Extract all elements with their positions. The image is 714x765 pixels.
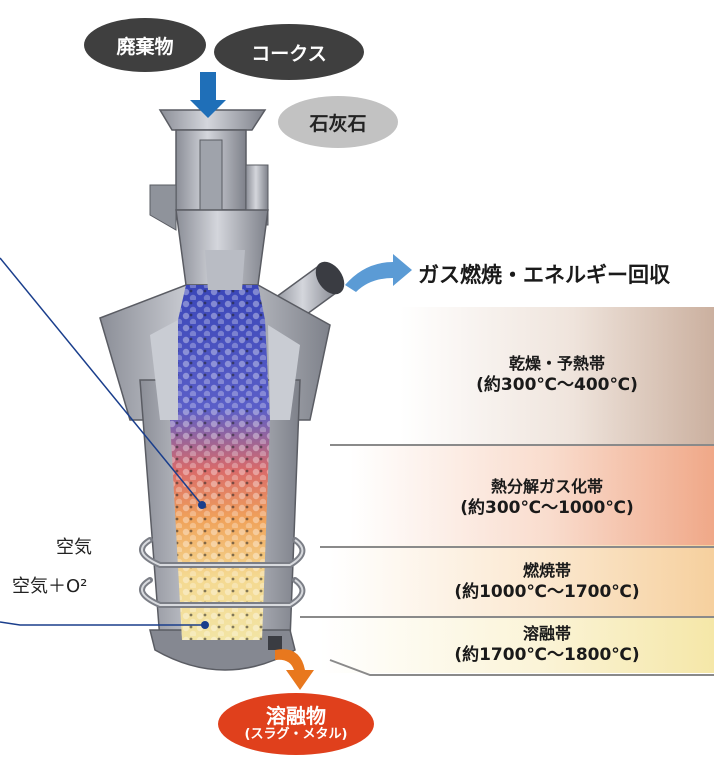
molten-output-title: 溶融物 bbox=[266, 704, 326, 729]
zone-drying-range: (約300℃～400℃) bbox=[476, 375, 638, 396]
zone-melting-name: 溶融帯 bbox=[522, 623, 571, 643]
zone-drying: 乾燥・予熱帯 (約300℃～400℃) bbox=[400, 345, 714, 405]
limestone-input-pill: 石灰石 bbox=[278, 96, 398, 148]
feed-down-arrow bbox=[190, 72, 226, 118]
coke-label: コークス bbox=[251, 42, 327, 65]
zone-drying-band bbox=[400, 307, 714, 445]
zone-pyrolysis-range: (約300℃～1000℃) bbox=[460, 498, 634, 519]
zone-drying-name: 乾燥・予熱帯 bbox=[508, 353, 605, 373]
zone-pyrolysis-band bbox=[350, 445, 714, 545]
coke-input-pill: コークス bbox=[214, 24, 364, 80]
zone-combustion-range: (約1000℃～1700℃) bbox=[454, 582, 640, 603]
zone-melting: 溶融帯 (約1700℃～1800℃) bbox=[380, 620, 714, 670]
melt-out-arrow bbox=[275, 649, 314, 690]
molten-output-sub: (スラグ・メタル) bbox=[244, 727, 348, 743]
molten-output-pill: 溶融物 (スラグ・メタル) bbox=[218, 693, 374, 755]
air-label: 空気 bbox=[56, 537, 92, 558]
gas-output-label: ガス燃焼・エネルギー回収 bbox=[418, 263, 670, 287]
waste-input-pill: 廃棄物 bbox=[84, 18, 206, 72]
zone-melting-range: (約1700℃～1800℃) bbox=[454, 645, 640, 666]
zone-melting-band bbox=[320, 617, 714, 673]
zone-combustion-name: 燃焼帯 bbox=[522, 560, 571, 580]
zone-pyrolysis-name: 熱分解ガス化帯 bbox=[490, 476, 603, 496]
zone-pyrolysis: 熱分解ガス化帯 (約300℃～1000℃) bbox=[380, 470, 714, 526]
zone-separator-lines bbox=[300, 444, 714, 676]
air-o2-label: 空気＋O² bbox=[12, 576, 88, 597]
waste-label: 廃棄物 bbox=[116, 35, 174, 58]
zone-combustion-band bbox=[330, 545, 714, 617]
gas-out-arrow bbox=[345, 254, 412, 292]
zone-combustion: 燃焼帯 (約1000℃～1700℃) bbox=[380, 556, 714, 608]
limestone-label: 石灰石 bbox=[309, 112, 367, 135]
